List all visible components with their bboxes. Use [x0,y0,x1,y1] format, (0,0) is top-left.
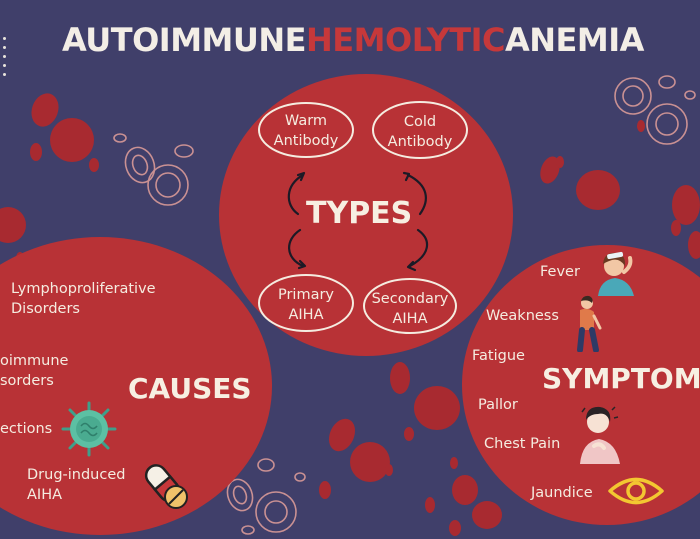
title-part-hemolytic: HEMOLYTIC [306,21,505,59]
types-heading: TYPES [306,196,413,231]
type-warm-line1: Warm [284,113,328,129]
cause-lympho-line1: Lymphoproliferative [11,281,156,297]
symptom-fatigue: Fatigue [472,348,525,364]
cause-drug-line2: AIHA [27,487,63,503]
arrow-bottom-left [288,228,305,268]
decorative-dots [3,37,7,82]
arrow-top-right [406,173,427,216]
cause-autoimmune-line2: sorders [0,373,54,389]
type-warm-antibody: Warm Antibody [266,111,346,151]
type-cold-line1: Cold [403,114,437,130]
causes-circle [0,237,272,535]
title-part-anemia: ANEMIA [505,21,644,59]
virus-icon [61,401,117,457]
cause-autoimmune: oimmune sorders [0,351,68,391]
chest-pain-person-icon [580,406,620,464]
type-primary-line1: Primary [277,287,335,303]
type-cold-line2: Antibody [387,134,453,150]
cause-infections: ections [0,421,53,437]
title-part-autoimmune: AUTOIMMUNE [62,21,307,59]
cause-autoimmune-line1: oimmune [0,353,69,369]
type-secondary-aiha: Secondary AIHA [364,289,456,329]
eye-icon [608,477,664,505]
ring-secondary-aiha [363,278,457,334]
pill-tablet-icon [164,485,188,509]
symptom-chest-pain: Chest Pain [484,436,561,452]
ring-warm-antibody [258,102,354,158]
symptoms-heading: SYMPTOM [542,362,700,395]
cause-drug-induced: Drug-induced AIHA [27,465,125,505]
cause-lympho-line2: Disorders [11,301,80,317]
fever-person-icon [598,251,634,296]
type-cold-antibody: Cold Antibody [380,112,460,152]
cause-drug-line1: Drug-induced [27,467,126,483]
symptom-pallor: Pallor [478,397,518,413]
type-secondary-line2: AIHA [392,311,428,327]
symptom-fever: Fever [540,264,580,280]
weakness-person-icon [577,295,602,352]
ring-cold-antibody [372,101,468,159]
arrow-bottom-right [408,228,428,268]
symptoms-circle [462,245,700,525]
cause-lymphoproliferative: Lymphoproliferative Disorders [11,279,156,319]
type-warm-line2: Antibody [273,133,339,149]
ring-primary-aiha [258,274,354,332]
causes-heading: CAUSES [128,372,252,405]
type-primary-aiha: Primary AIHA [266,285,346,325]
type-secondary-line1: Secondary [371,291,449,307]
arrow-top-left [287,173,305,216]
type-primary-line2: AIHA [288,307,324,323]
symptom-jaundice: Jaundice [531,485,593,501]
page-title: AUTOIMMUNEHEMOLYTICANEMIA [62,18,672,62]
symptom-weakness: Weakness [486,308,559,324]
